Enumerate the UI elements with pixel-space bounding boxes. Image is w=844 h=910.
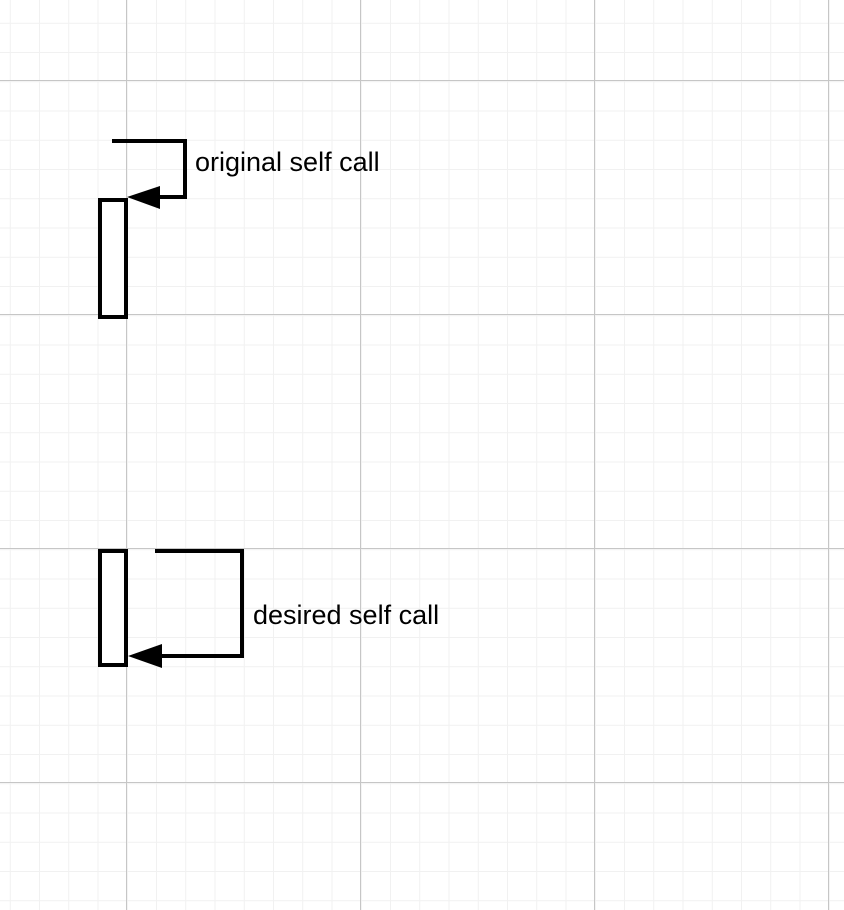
desired-self-call-loop[interactable]	[145, 549, 244, 658]
desired-activation-bar[interactable]	[98, 549, 128, 667]
original-self-call-label: original self call	[195, 147, 380, 177]
original-arrowhead-icon	[127, 186, 160, 209]
original-self-call-loop[interactable]	[112, 139, 187, 199]
desired-self-call-label: desired self call	[253, 600, 440, 630]
desired-self-call-group[interactable]	[98, 549, 244, 668]
desired-arrowhead-icon	[128, 644, 162, 668]
original-self-call-group[interactable]	[98, 139, 187, 319]
original-activation-bar[interactable]	[98, 198, 128, 319]
